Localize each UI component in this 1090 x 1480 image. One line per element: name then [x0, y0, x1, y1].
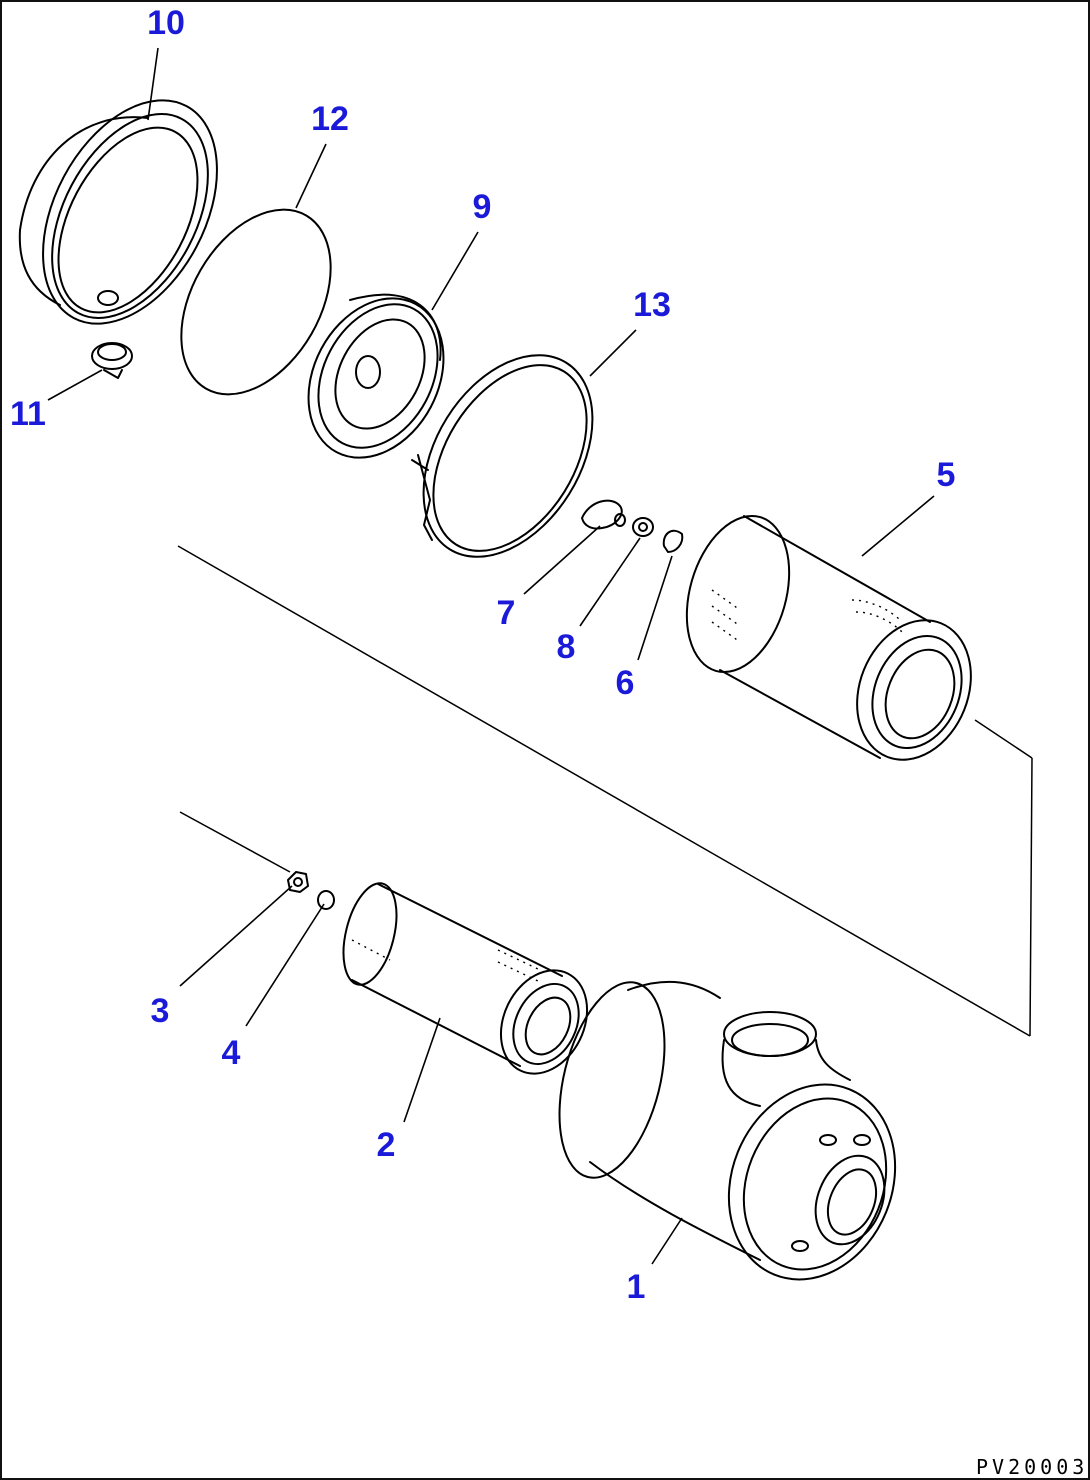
callout-4: 4 [222, 1034, 241, 1072]
drawing-code: PV20003 [976, 1455, 1088, 1479]
part-11-clip-ring [91, 342, 133, 379]
callout-8: 8 [557, 628, 576, 666]
callout-2: 2 [377, 1126, 396, 1164]
part-5-primary-element [685, 514, 972, 761]
callout-5: 5 [937, 456, 956, 494]
part-13-clamp [411, 354, 594, 558]
callout-13: 13 [633, 286, 671, 324]
part-6-seal [662, 529, 684, 553]
part-4-washer [317, 890, 335, 910]
callout-7: 7 [497, 594, 516, 632]
callout-1: 1 [627, 1268, 646, 1306]
part-9-inner-cover [307, 293, 445, 459]
part-7-wing-nut [581, 499, 626, 530]
part-10-cover [18, 99, 218, 325]
leader-lines [47, 47, 935, 1265]
callout-labels: 10 12 9 13 11 5 7 8 6 3 4 2 1 [10, 4, 955, 1306]
callout-9: 9 [473, 188, 492, 226]
callout-12: 12 [311, 100, 349, 138]
callout-6: 6 [616, 664, 635, 702]
part-8-washer [632, 517, 654, 537]
part-2-safety-element [342, 882, 589, 1075]
part-3-nut [287, 871, 309, 893]
callout-10: 10 [147, 4, 185, 42]
part-12-o-ring [180, 208, 332, 396]
assembly-lines [177, 545, 1033, 1037]
callout-3: 3 [151, 992, 170, 1030]
part-1-air-cleaner-body [558, 980, 897, 1281]
callout-11: 11 [10, 395, 46, 433]
